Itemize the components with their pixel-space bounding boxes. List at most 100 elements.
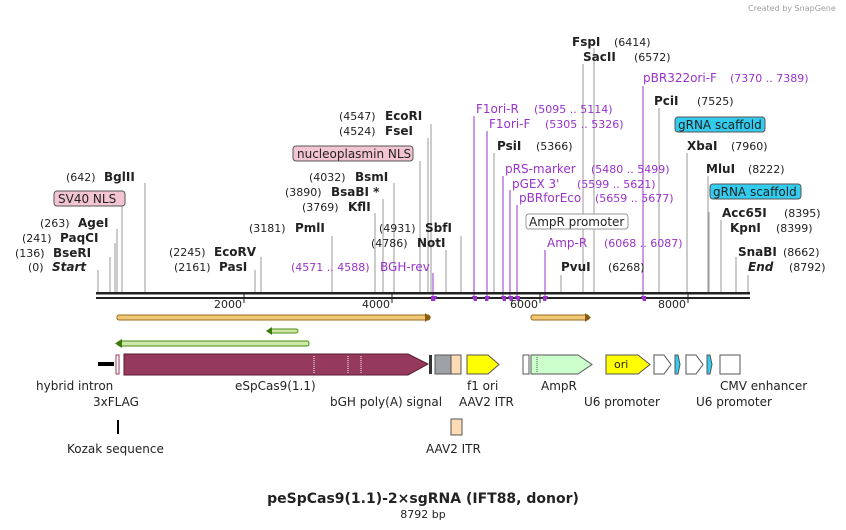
sv40-nls-label: SV40 NLS — [58, 192, 116, 206]
primer-labels: (4571 .. 4588) BGH-rev F1ori-R (5095 .. … — [291, 71, 809, 274]
primer-pbr322-range: (7370 .. 7389) — [730, 72, 809, 85]
site-paqci-name: PaqCI — [60, 231, 98, 245]
site-ecori-name: EcoRI — [385, 109, 422, 123]
boxed-labels: SV40 NLS nucleoplasmin NLS AmpR promoter… — [53, 116, 802, 230]
feature-label-u6-promoter-2: U6 promoter — [696, 395, 772, 409]
primer-f1orif-arrow — [485, 296, 490, 301]
site-sacii-pos: (6572) — [634, 51, 671, 64]
site-pcii-pos: (7525) — [697, 95, 734, 108]
feature-label-f1-ori: f1 ori — [467, 379, 498, 393]
primer-pbrforeco-range: (5659 .. 5677) — [595, 192, 674, 205]
site-start-name: Start — [52, 260, 87, 274]
site-mlui-pos: (8222) — [748, 163, 785, 176]
site-kfli-name: KflI — [348, 200, 371, 214]
primer-bghrev-range: (4571 .. 4588) — [291, 261, 370, 274]
site-sacii-name: SacII — [583, 50, 616, 64]
f1-ori-feature — [466, 354, 500, 375]
plasmid-length: 8792 bp — [400, 508, 445, 521]
bgh-marker — [429, 355, 432, 374]
primer-pgex-arrow — [508, 296, 513, 301]
feature-label-ampr: AmpR — [541, 379, 577, 393]
ampr-feature — [530, 354, 593, 375]
primer-ampr-name: Amp-R — [547, 236, 587, 250]
site-fspi-name: FspI — [572, 35, 600, 49]
primer-prs-range: (5480 .. 5499) — [591, 163, 670, 176]
ruler-tick-6000: 6000 — [510, 298, 538, 311]
site-pmli-pos: (3181) — [249, 222, 286, 235]
feature-label-3xflag: 3xFLAG — [93, 395, 139, 409]
site-psii-pos: (5366) — [536, 140, 573, 153]
site-snabi-name: SnaBI — [738, 245, 777, 259]
site-pvui-pos: (6268) — [608, 261, 645, 274]
feature-label-aav2-itr-2: AAV2 ITR — [426, 442, 481, 456]
primer-pbrforeco-name: pBRforEco — [519, 191, 581, 205]
nucleoplasmin-nls-label: nucleoplasmin NLS — [297, 147, 411, 161]
feature-labels: hybrid intron 3xFLAG eSpCas9(1.1) bGH po… — [36, 379, 807, 456]
site-end-name: End — [748, 260, 774, 274]
site-bseri-name: BseRI — [53, 246, 91, 260]
feature-label-espcas9: eSpCas9(1.1) — [235, 379, 316, 393]
primer-bghrev-name: BGH-rev — [380, 260, 430, 274]
site-fsei-pos: (4524) — [339, 125, 376, 138]
primer-f1orif-name: F1ori-F — [489, 117, 530, 131]
primer-prs-arrow — [501, 296, 506, 301]
primer-pbr322-arrow — [641, 296, 646, 301]
site-agei-pos: (263) — [40, 217, 70, 230]
site-bseri-pos: (136) — [15, 247, 45, 260]
site-paqci-pos: (241) — [22, 232, 52, 245]
hybrid-intron-feature — [98, 362, 114, 366]
primer-f1orif-range: (5305 .. 5326) — [545, 118, 624, 131]
ruler: 2000 4000 6000 8000 — [214, 294, 689, 311]
site-ecorv-name: EcoRV — [214, 245, 257, 259]
site-kpni-name: KpnI — [730, 221, 761, 235]
site-fspi-pos: (6414) — [614, 36, 651, 49]
site-sbfi-pos: (4931) — [379, 222, 416, 235]
aav2-itr-feature — [450, 354, 462, 375]
primer-pgex-name: pGEX 3' — [512, 177, 559, 191]
site-xbai-name: XbaI — [687, 139, 717, 153]
ori-inline-label: ori — [614, 358, 628, 371]
credit-text: Created by SnapGene — [748, 4, 836, 13]
snapgene-credit: Created by SnapGene — [748, 4, 836, 13]
site-mlui-name: MluI — [706, 162, 735, 176]
site-psii-name: PsiI — [497, 139, 521, 153]
plasmid-name: peSpCas9(1.1)-2×sgRNA (IFT88, donor) — [267, 491, 579, 507]
feature-label-kozak: Kozak sequence — [67, 442, 164, 456]
espcas9-feature — [123, 353, 430, 376]
ruler-tick-4000: 4000 — [362, 298, 390, 311]
backbone — [96, 292, 750, 299]
leader-lines — [97, 48, 749, 292]
ruler-tick-8000: 8000 — [658, 298, 686, 311]
primer-pbr322-name: pBR322ori-F — [643, 71, 717, 85]
site-snabi-pos: (8662) — [783, 246, 820, 259]
primer-leaders — [432, 86, 644, 300]
site-ecori-pos: (4547) — [339, 110, 376, 123]
orf-tracks — [115, 313, 591, 348]
bgh-polya-feature — [434, 354, 452, 375]
u6-promoter-2-feature — [685, 354, 704, 375]
3xflag-feature — [115, 354, 120, 375]
aav2-itr-2-feature — [450, 418, 463, 436]
u6-promoter-1-feature — [653, 354, 672, 375]
site-bsabi-pos: (3890) — [285, 186, 322, 199]
ruler-tick-2000: 2000 — [214, 298, 242, 311]
primer-f1orir-arrow — [472, 296, 477, 301]
feature-label-u6-promoter-1: U6 promoter — [584, 395, 660, 409]
site-bsabi-name: BsaBI * — [331, 185, 380, 199]
site-noti-name: NotI — [417, 236, 446, 250]
site-pmli-name: PmlI — [295, 221, 325, 235]
primer-f1orir-name: F1ori-R — [476, 102, 519, 116]
feature-label-hybrid-intron: hybrid intron — [36, 379, 113, 393]
ampr-promoter-feature — [522, 354, 530, 375]
site-pcii-name: PciI — [654, 94, 679, 108]
site-acc65i-name: Acc65I — [722, 206, 767, 220]
site-pasi-name: PasI — [219, 260, 247, 274]
site-pasi-pos: (2161) — [174, 261, 211, 274]
site-kfli-pos: (3769) — [302, 201, 339, 214]
site-fsei-name: FseI — [385, 124, 413, 138]
site-kpni-pos: (8399) — [776, 222, 813, 235]
kozak-feature — [117, 420, 119, 434]
primer-ampr-arrow — [543, 296, 548, 301]
site-noti-pos: (4786) — [371, 237, 408, 250]
